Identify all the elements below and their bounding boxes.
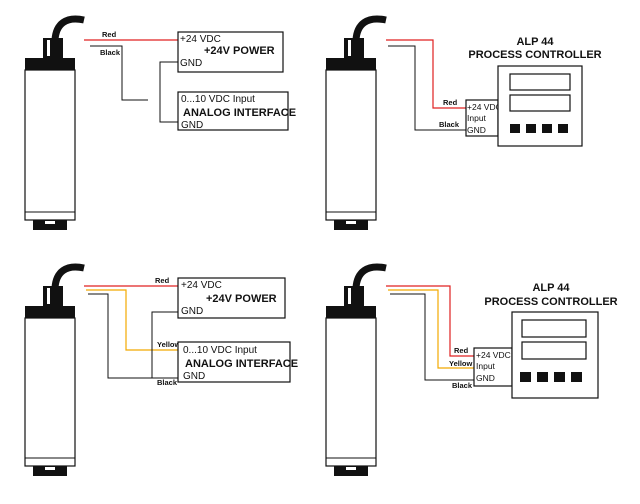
- power-24vdc: +24 VDC: [180, 34, 221, 45]
- yellow-wire: [388, 289, 474, 369]
- analog-gnd: GND: [183, 371, 205, 382]
- black-wire: [390, 293, 474, 381]
- terminal-input: Input: [467, 113, 487, 123]
- terminal-gnd: GND: [467, 125, 486, 135]
- controller-terminal: [473, 347, 513, 387]
- diagram-2wire-controller: Red Black ALP 44 PROCESS CONTROLLER +24 …: [325, 15, 602, 230]
- gnd-loop: [159, 61, 178, 123]
- controller-title-1: ALP 44: [532, 282, 570, 294]
- wire-label-yellow: Yellow: [449, 359, 473, 368]
- sensor-icon: [325, 15, 387, 230]
- black-wire: [88, 293, 178, 379]
- black-wire: [90, 45, 148, 101]
- red-wire: [386, 285, 474, 357]
- sensor-icon: [24, 263, 85, 476]
- terminal-24vdc: +24 VDC: [476, 350, 511, 360]
- terminal-24vdc: +24 VDC: [467, 102, 502, 112]
- power-box: [177, 31, 284, 73]
- wire-label-black: Black: [157, 378, 178, 387]
- process-controller-icon: [511, 311, 599, 399]
- power-box: [177, 277, 286, 319]
- controller-terminal: [465, 99, 499, 137]
- terminal-gnd: GND: [476, 373, 495, 383]
- controller-title-1: ALP 44: [516, 36, 554, 48]
- power-title: +24V POWER: [206, 293, 277, 305]
- wire-label-black: Black: [439, 120, 460, 129]
- power-24vdc: +24 VDC: [181, 280, 222, 291]
- diagram-3wire-controller: Red Yellow Black ALP 44 PROCESS CONTROLL…: [325, 263, 618, 476]
- diagram-3wire-power-analog: Red Yellow Black +24 VDC +24V POWER GND …: [24, 263, 298, 476]
- gnd-link: [151, 311, 178, 378]
- sensor-icon: [325, 263, 387, 476]
- black-wire: [388, 45, 466, 131]
- wire-label-red: Red: [454, 346, 469, 355]
- diagram-2wire-power-analog: Red Black +24 VDC +24V POWER GND 0...10 …: [24, 15, 296, 230]
- controller-title-2: PROCESS CONTROLLER: [484, 296, 617, 308]
- process-controller-icon: [497, 65, 583, 147]
- power-title: +24V POWER: [204, 45, 275, 57]
- wire-label-yellow: Yellow: [157, 340, 181, 349]
- analog-gnd: GND: [181, 120, 203, 131]
- wire-label-red: Red: [443, 98, 458, 107]
- wire-label-red: Red: [155, 276, 170, 285]
- analog-box: [177, 341, 291, 383]
- wire-label-black: Black: [100, 48, 121, 57]
- controller-title-2: PROCESS CONTROLLER: [468, 49, 601, 61]
- sensor-icon: [24, 15, 85, 230]
- power-gnd: GND: [180, 58, 202, 69]
- analog-title: ANALOG INTERFACE: [183, 107, 296, 119]
- analog-input: 0...10 VDC Input: [181, 94, 255, 105]
- analog-box: [177, 91, 289, 131]
- analog-title: ANALOG INTERFACE: [185, 358, 298, 370]
- analog-input: 0...10 VDC Input: [183, 345, 257, 356]
- wire-label-red: Red: [102, 30, 117, 39]
- terminal-input: Input: [476, 361, 496, 371]
- power-gnd: GND: [181, 306, 203, 317]
- red-wire: [386, 39, 466, 109]
- wire-label-black: Black: [452, 381, 473, 390]
